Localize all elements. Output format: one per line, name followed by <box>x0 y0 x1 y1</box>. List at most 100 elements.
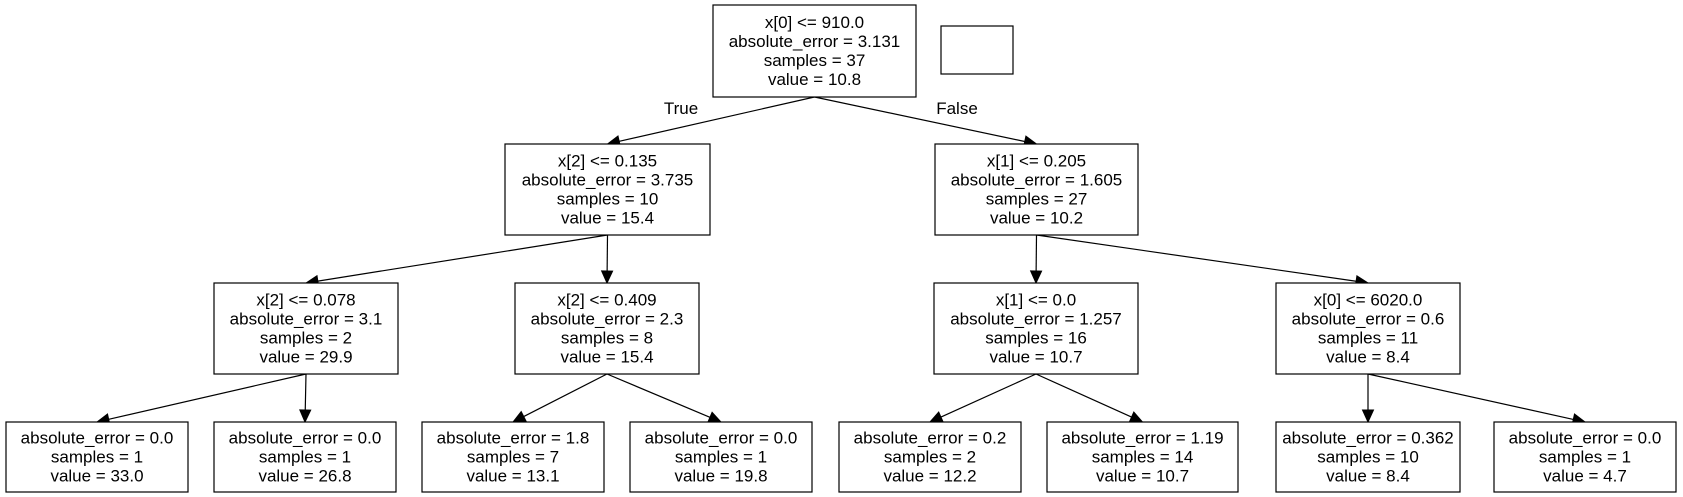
node-text-line: samples = 10 <box>1317 448 1419 467</box>
edge-n5-n11 <box>928 373 1037 423</box>
edge-line <box>1036 234 1357 282</box>
node-text-line: absolute_error = 0.0 <box>1509 429 1662 448</box>
node-box <box>712 4 917 98</box>
edge-line <box>940 373 1037 418</box>
node-box <box>1275 421 1461 493</box>
edge-line <box>1367 373 1574 420</box>
node-text-line: samples = 11 <box>1318 329 1418 348</box>
node-box <box>1046 421 1239 493</box>
edge-line <box>523 373 608 418</box>
edge-n2-n6 <box>1036 234 1370 288</box>
arrow-head-icon <box>1128 411 1144 423</box>
edge-n1-n3 <box>304 234 608 288</box>
node-box <box>5 421 189 493</box>
node-text-line: samples = 1 <box>51 448 143 467</box>
edge-label: True <box>664 99 698 118</box>
edge-line <box>317 234 608 282</box>
arrow-head-icon <box>600 270 614 285</box>
node-text-line: value = 15.4 <box>561 209 654 228</box>
node-text-line: value = 29.9 <box>259 348 352 367</box>
edge-n3-n8 <box>299 373 312 424</box>
node-text-line: samples = 2 <box>260 329 352 348</box>
arrow-head-icon <box>511 410 527 423</box>
node-text-line: samples = 27 <box>986 190 1088 209</box>
node-text-line: value = 15.4 <box>560 348 653 367</box>
edge-line <box>304 373 307 411</box>
node-text-line: value = 12.2 <box>883 467 976 486</box>
arrow-head-icon <box>928 411 944 423</box>
arrow-head-icon <box>1029 270 1043 285</box>
node-box <box>514 282 700 375</box>
node-text-line: value = 26.8 <box>258 467 351 486</box>
node-text-line: absolute_error = 0.0 <box>645 429 798 448</box>
node-text-line: samples = 16 <box>985 329 1087 348</box>
edge-n3-n7 <box>95 373 307 426</box>
edge-n0-n2: False <box>814 96 1038 148</box>
node-text-line: samples = 1 <box>259 448 351 467</box>
edge-n2-n5 <box>1029 234 1043 285</box>
node-text-line: samples = 10 <box>557 190 659 209</box>
edges-layer: True False <box>95 96 1587 426</box>
node-text-line: absolute_error = 0.362 <box>1282 429 1454 448</box>
node-text-line: absolute_error = 3.131 <box>729 32 901 51</box>
edge-line <box>1035 373 1132 418</box>
node-text-line: samples = 14 <box>1092 448 1194 467</box>
empty-box <box>940 25 1014 75</box>
node-text-line: value = 4.7 <box>1543 467 1627 486</box>
node-text-line: value = 13.1 <box>466 467 559 486</box>
edge-n4-n9 <box>511 373 608 423</box>
node-text-line: absolute_error = 1.8 <box>437 429 590 448</box>
node-text-line: value = 19.8 <box>674 467 767 486</box>
node-text-line: absolute_error = 0.0 <box>21 429 174 448</box>
node-box <box>933 282 1139 375</box>
node-text-line: samples = 8 <box>561 329 653 348</box>
edge-n6-n13 <box>1361 374 1375 424</box>
edge-line <box>814 96 1025 143</box>
node-box <box>421 421 605 493</box>
arrow-head-icon <box>707 411 723 423</box>
node-text-line: absolute_error = 3.735 <box>522 171 694 190</box>
node-text-line: x[2] <= 0.135 <box>558 152 657 171</box>
edge-n1-n4 <box>600 234 614 285</box>
node-text-line: absolute_error = 0.6 <box>1292 310 1445 329</box>
node-box <box>1275 282 1461 375</box>
node-box <box>838 421 1022 493</box>
node-text-line: samples = 7 <box>467 448 559 467</box>
node-text-line: x[1] <= 0.205 <box>987 152 1086 171</box>
node-text-line: value = 10.8 <box>768 70 861 89</box>
node-box <box>629 421 813 493</box>
node-box <box>1493 421 1677 493</box>
node-text-line: absolute_error = 1.19 <box>1061 429 1223 448</box>
node-text-line: value = 10.7 <box>989 348 1082 367</box>
node-box <box>213 282 399 375</box>
node-text-line: value = 8.4 <box>1326 467 1410 486</box>
node-text-line: absolute_error = 0.0 <box>229 429 382 448</box>
node-text-line: value = 10.7 <box>1096 467 1189 486</box>
node-text-line: value = 8.4 <box>1326 348 1410 367</box>
node-text-line: x[1] <= 0.0 <box>996 291 1076 310</box>
node-text-line: absolute_error = 2.3 <box>531 310 684 329</box>
node-text-line: absolute_error = 3.1 <box>230 310 383 329</box>
node-text-line: absolute_error = 1.257 <box>950 310 1122 329</box>
node-text-line: value = 33.0 <box>50 467 143 486</box>
node-text-line: x[0] <= 6020.0 <box>1314 291 1423 310</box>
edge-line <box>606 373 711 418</box>
edge-n4-n10 <box>606 373 723 423</box>
node-text-line: samples = 1 <box>675 448 767 467</box>
node-text-line: x[2] <= 0.409 <box>557 291 656 310</box>
node-box <box>213 421 397 493</box>
edge-line <box>619 96 815 142</box>
node-text-line: samples = 37 <box>764 51 866 70</box>
